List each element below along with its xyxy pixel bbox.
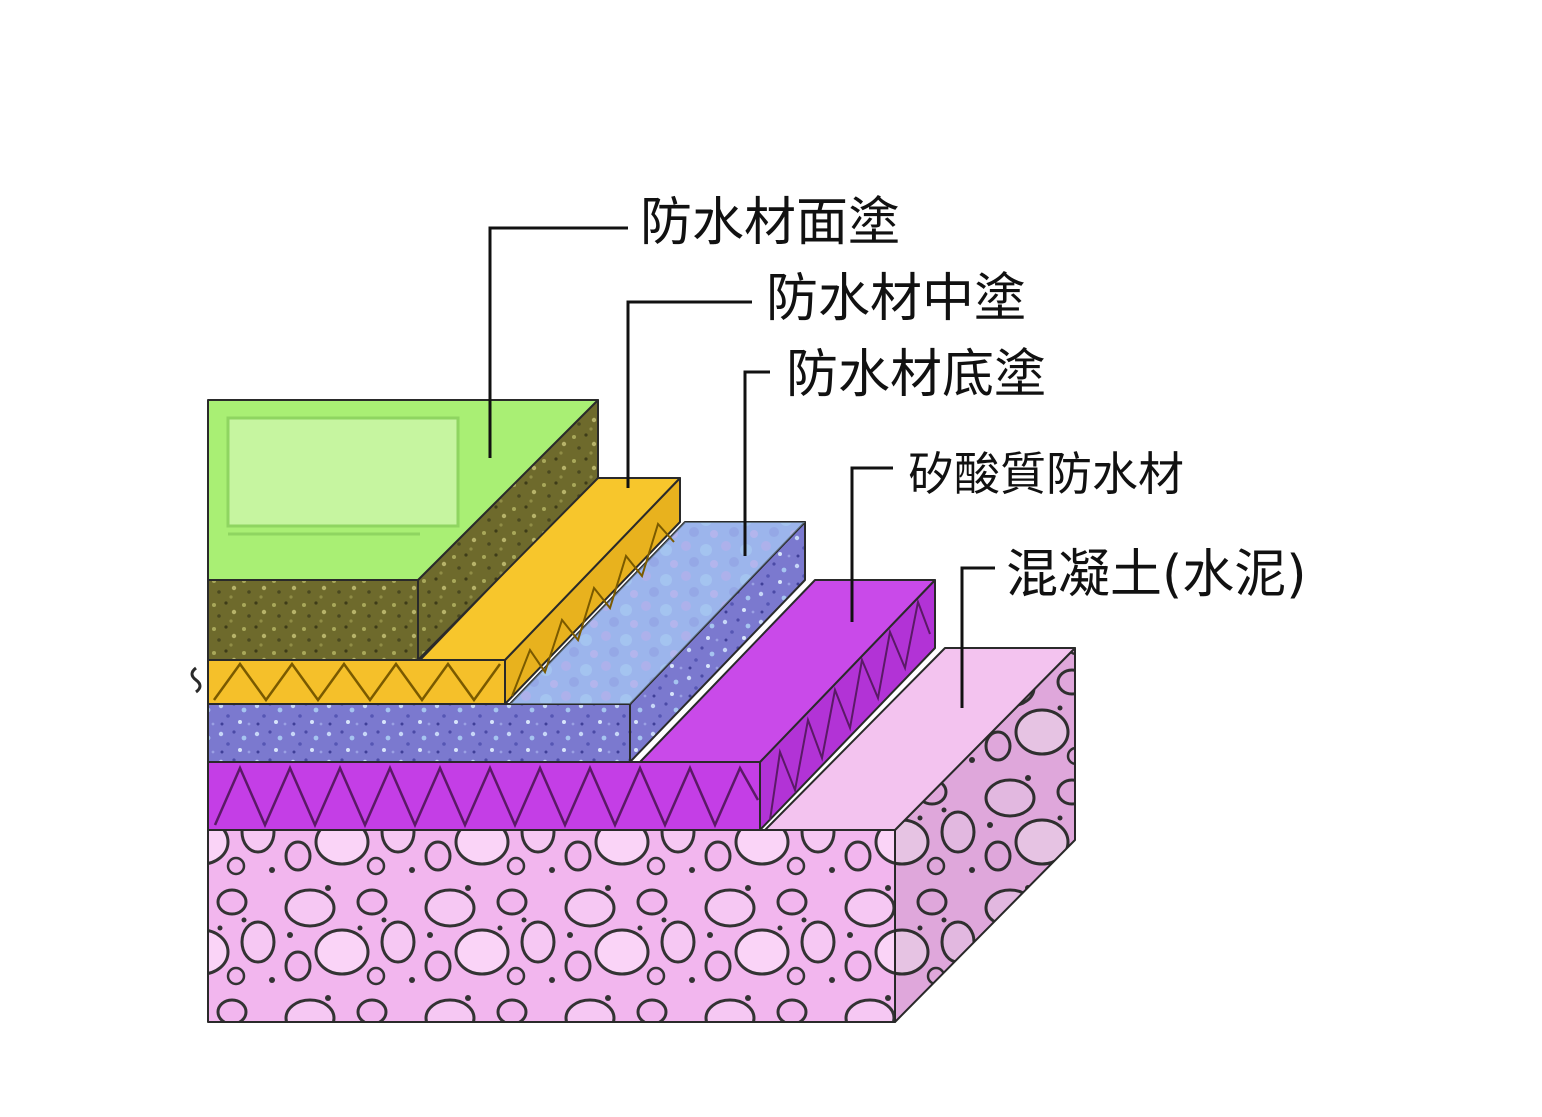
basecoat-layer: [207, 521, 806, 763]
concrete-layer: [207, 647, 1076, 1023]
leader-concrete: [960, 566, 995, 708]
label-basecoat: 防水材底塗: [786, 345, 1046, 405]
leader-topcoat: [488, 226, 628, 458]
topcoat-layer: [207, 399, 599, 661]
leader-lines: [488, 226, 995, 708]
midcoat-layer: [190, 477, 681, 705]
leader-basecoat: [743, 370, 770, 556]
label-concrete: 混凝土(水泥): [1006, 545, 1307, 605]
leader-midcoat: [626, 300, 752, 488]
label-midcoat: 防水材中塗: [766, 269, 1026, 329]
silicate-layer: [207, 579, 936, 831]
label-silicate: 矽酸質防水材: [908, 447, 1184, 501]
label-topcoat: 防水材面塗: [640, 193, 900, 253]
leader-silicate: [850, 466, 893, 622]
